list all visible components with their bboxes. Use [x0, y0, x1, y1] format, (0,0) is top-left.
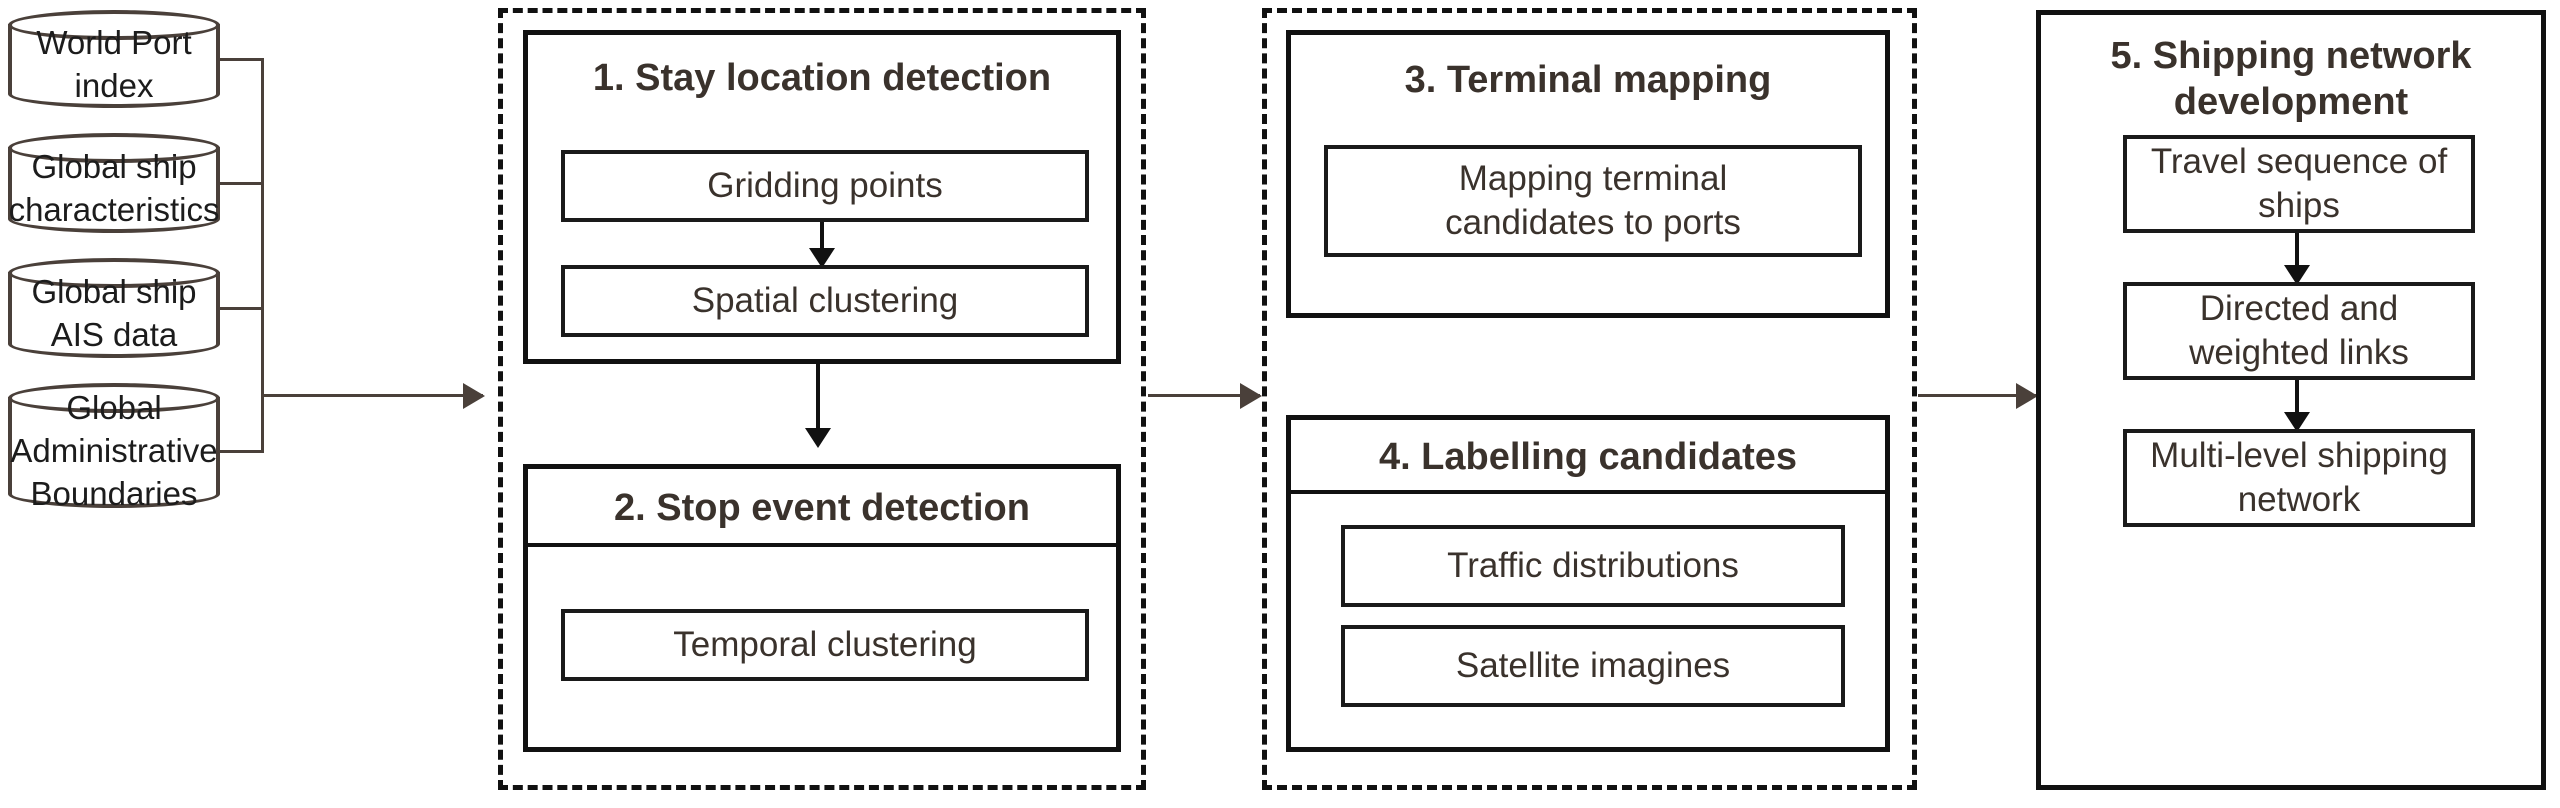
data-source-label: Global ship AIS data: [31, 273, 197, 353]
cylinder-top-ellipse: [8, 10, 220, 40]
stage-title-4: 4. Labelling candidates: [1291, 420, 1885, 495]
sub-box-spatial-clustering: Spatial clustering: [561, 265, 1089, 337]
arrow-travel-to-links: [2295, 233, 2299, 281]
cylinder-top-ellipse: [8, 383, 220, 413]
sub-box-gridding-points: Gridding points: [561, 150, 1089, 222]
dashed-group-stay-and-stop-detection: [498, 8, 1146, 790]
stage-box-labelling-candidates: 4. Labelling candidates Traffic distribu…: [1286, 415, 1890, 752]
arrow-stage1-to-stage2: [816, 364, 820, 444]
stage-title-3: 3. Terminal mapping: [1404, 59, 1772, 101]
data-source-cylinder-global-ship-ais-data: Global ship AIS data: [8, 258, 220, 358]
data-source-label: Global ship characteristics: [8, 148, 220, 228]
data-source-label: Global Administrative Boundaries: [10, 389, 218, 512]
stage-box-stay-location-detection: 1. Stay location detection Gridding poin…: [523, 30, 1121, 364]
arrow-links-to-network: [2295, 380, 2299, 428]
sub-box-multi-level-shipping-network: Multi-level shipping network: [2123, 429, 2475, 527]
cylinder-top-ellipse: [8, 133, 220, 163]
sub-box-directed-and-weighted-links: Directed and weighted links: [2123, 282, 2475, 380]
sub-box-traffic-distributions: Traffic distributions: [1341, 525, 1845, 607]
sub-box-travel-sequence-of-ships: Travel sequence of ships: [2123, 135, 2475, 233]
cylinder-body: [8, 397, 220, 494]
sub-box-temporal-clustering: Temporal clustering: [561, 609, 1089, 681]
sub-box-mapping-terminal-candidates-to-ports: Mapping terminal candidates to ports: [1324, 145, 1862, 257]
stage-title-2: 2. Stop event detection: [528, 469, 1116, 548]
data-source-cylinder-global-ship-characteristics: Global ship characteristics: [8, 133, 220, 233]
arrow-gridding-to-spatial: [820, 222, 824, 264]
dashed-group-terminal-mapping-and-labelling: [1262, 8, 1917, 790]
cylinder-stub-3: [218, 307, 264, 310]
stage-box-stop-event-detection: 2. Stop event detection Temporal cluster…: [523, 464, 1121, 752]
sub-box-satellite-imagines: Satellite imagines: [1341, 625, 1845, 707]
stage-title-1: 1. Stay location detection: [592, 57, 1052, 99]
cylinder-stub-4: [218, 450, 264, 453]
stage-box-shipping-network-development: 5. Shipping network development Travel s…: [2036, 10, 2546, 790]
arrow-group1-to-group2: [1148, 394, 1260, 397]
arrow-sources-to-stage1: [261, 394, 483, 397]
stage-box-terminal-mapping: 3. Terminal mapping Mapping terminal can…: [1286, 30, 1890, 318]
bracket-spine: [261, 58, 264, 453]
cylinder-stub-1: [218, 58, 264, 61]
data-source-label: World Port index: [36, 24, 192, 104]
cylinder-stub-2: [218, 182, 264, 185]
cylinder-top-ellipse: [8, 258, 220, 288]
stage-title-5: 5. Shipping network development: [2110, 35, 2472, 124]
data-source-cylinder-world-port-index: World Port index: [8, 10, 220, 108]
arrow-group2-to-stage5: [1918, 394, 2036, 397]
data-source-cylinder-global-administrative-boundaries: Global Administrative Boundaries: [8, 383, 220, 512]
